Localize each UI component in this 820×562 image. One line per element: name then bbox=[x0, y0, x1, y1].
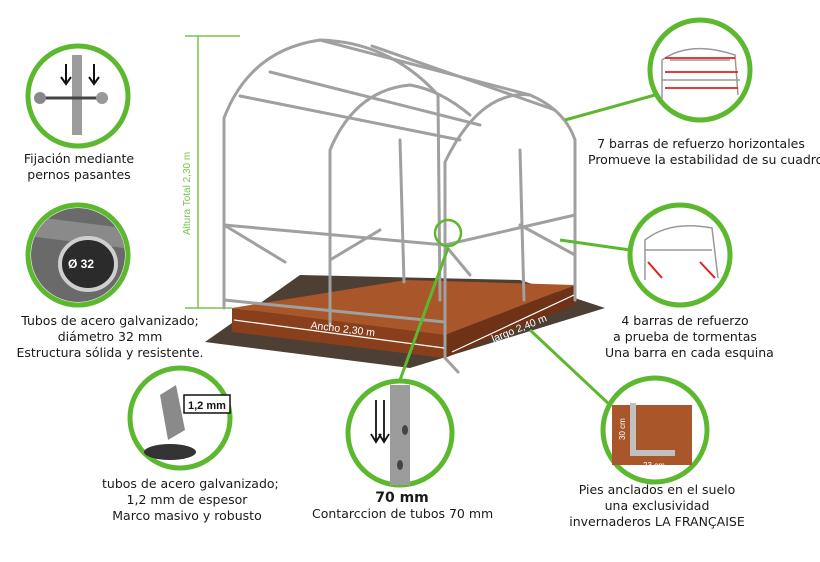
bolt-caption: Fijación mediante pernos pasantes bbox=[20, 151, 138, 183]
storm-caption-line1: 4 barras de refuerzo bbox=[621, 313, 749, 328]
soil-bed-front bbox=[232, 308, 445, 358]
soil-bed-top bbox=[232, 280, 575, 335]
tube-caption-line1: Tubos de acero galvanizado; bbox=[21, 313, 199, 328]
greenhouse-frame bbox=[222, 38, 577, 374]
feet-callout: 30 cm 23 cm bbox=[600, 375, 710, 485]
storm-bars-callout bbox=[627, 202, 733, 308]
horizontal-caption: 7 barras de refuerzo horizontales Promue… bbox=[588, 136, 820, 168]
thickness-caption-line2: 1,2 mm de espesor bbox=[126, 492, 248, 507]
diameter-badge: Ø 32 bbox=[68, 257, 94, 271]
length-dimension bbox=[451, 294, 575, 353]
height-dimension bbox=[185, 35, 240, 309]
width-dimension bbox=[233, 319, 445, 349]
connection-caption-line1: Contarccion de tubos 70 mm bbox=[312, 506, 494, 521]
feet-caption-line1: Pies anclados en el suelo bbox=[578, 482, 736, 497]
thickness-callout: 1,2 mm bbox=[127, 365, 233, 471]
bolt-caption-line2: pernos pasantes bbox=[27, 167, 131, 182]
tube-caption-line3: Estructura sólida y resistente. bbox=[16, 345, 204, 360]
storm-caption: 4 barras de refuerzo a prueba de torment… bbox=[605, 313, 774, 361]
bolt-callout bbox=[25, 43, 131, 149]
storm-caption-line2: a prueba de tormentas bbox=[613, 329, 757, 344]
horizontal-caption-line1: 7 barras de refuerzo horizontales bbox=[597, 136, 805, 151]
tube-caption-line2: diámetro 32 mm bbox=[57, 329, 163, 344]
feet-dim-v: 30 cm bbox=[618, 418, 627, 440]
feet-caption: Pies anclados en el suelo una exclusivid… bbox=[562, 482, 752, 530]
thickness-caption-line1: tubos de acero galvanizado; bbox=[102, 476, 279, 491]
callout-lines bbox=[398, 93, 656, 407]
feet-dim-h: 23 cm bbox=[643, 461, 665, 470]
horizontal-caption-line2: Promueve la estabilidad de su cuadro bbox=[588, 152, 820, 167]
joint-highlight bbox=[433, 218, 463, 248]
storm-caption-line3: Una barra en cada esquina bbox=[605, 345, 774, 360]
feet-caption-line3: invernaderos LA FRANÇAISE bbox=[569, 514, 745, 529]
feet-caption-line2: una exclusividad bbox=[604, 498, 710, 513]
thickness-badge: 1,2 mm bbox=[188, 400, 226, 412]
thickness-caption: tubos de acero galvanizado; 1,2 mm de es… bbox=[102, 476, 279, 524]
height-label: Altura Total 2,30 m bbox=[182, 152, 193, 235]
thickness-caption-line3: Marco masivo y robusto bbox=[112, 508, 262, 523]
tube-caption: Tubos de acero galvanizado; diámetro 32 … bbox=[4, 313, 216, 361]
connection-size: 70 mm bbox=[375, 490, 429, 506]
horizontal-bars-callout bbox=[647, 17, 753, 123]
bolt-caption-line1: Fijación mediante bbox=[23, 151, 135, 166]
connection-caption: 70 mm Contarccion de tubos 70 mm bbox=[312, 490, 494, 522]
tube-callout: Ø 32 bbox=[25, 202, 131, 308]
connection-callout bbox=[345, 378, 455, 488]
